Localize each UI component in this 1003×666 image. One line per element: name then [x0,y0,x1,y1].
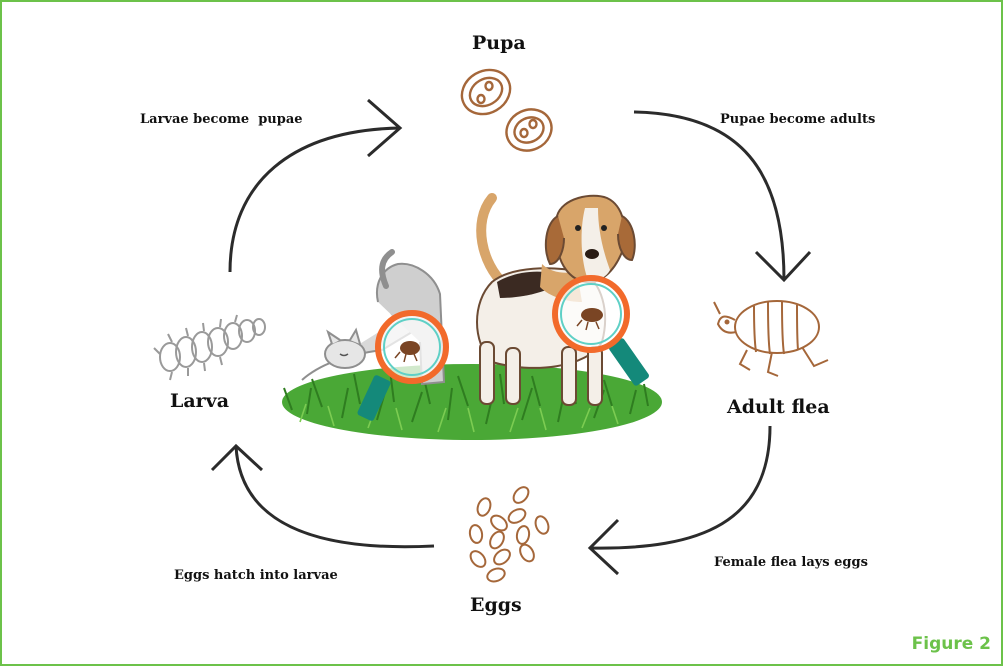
stage-label-larva: Larva [170,390,229,412]
figure-label: Figure 2 [912,634,991,654]
eggs-icon [468,484,551,583]
arrow-adult-to-eggs [590,426,770,574]
larva-icon [154,315,265,380]
stage-label-adult-flea: Adult flea [727,396,830,418]
arrow-pupa-to-adult [634,112,810,280]
step-label-eggs-hatch-into-larvae: Eggs hatch into larvae [174,568,338,583]
stage-label-eggs: Eggs [470,594,522,616]
step-label-female-flea-lays-eggs: Female flea lays eggs [714,555,868,570]
arrow-eggs-to-larva [212,446,434,547]
step-label-pupae-become-adults: Pupae become adults [720,112,875,127]
adult-flea-icon [714,301,828,376]
pupa-icon [454,61,558,158]
grass-illustration [282,364,662,440]
step-label-larvae-become-pupae: Larvae become pupae [140,112,303,127]
stage-label-pupa: Pupa [472,32,526,54]
